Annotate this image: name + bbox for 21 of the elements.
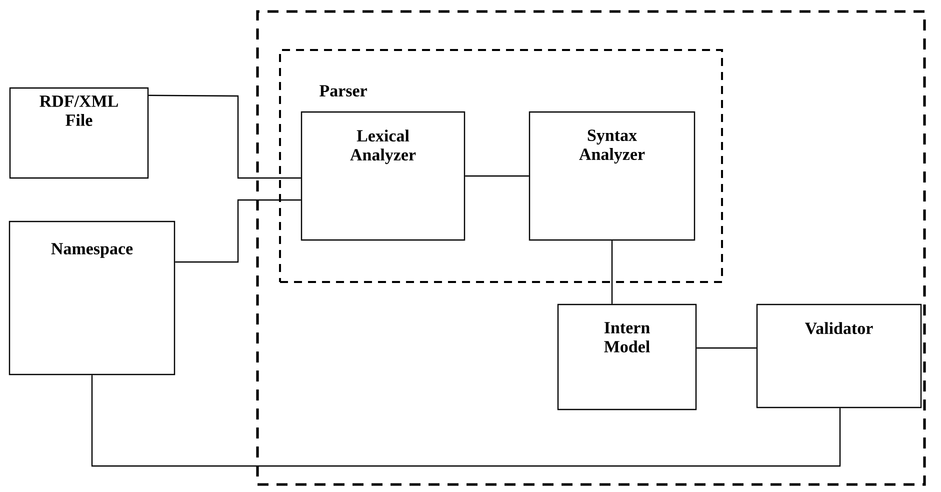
connector-line	[175, 199, 301, 263]
connector-line	[91, 375, 841, 467]
box-label: RDF/XML File	[40, 96, 118, 126]
process-box	[557, 304, 697, 410]
group-boundary	[279, 49, 724, 283]
system-boundary	[256, 10, 926, 486]
box-label: Namespace	[51, 243, 133, 258]
process-box	[9, 87, 149, 179]
connector-line	[696, 347, 756, 349]
box-label: Intern Model	[604, 322, 650, 352]
box-label: Parser	[320, 85, 367, 96]
connector-line	[148, 94, 301, 179]
connector-line	[611, 240, 613, 304]
box-label: Lexical Analyzer	[350, 130, 416, 164]
connector-line	[465, 175, 529, 177]
process-box	[528, 111, 696, 241]
process-box	[8, 220, 176, 376]
box-label: Validator	[805, 322, 873, 334]
process-box	[300, 111, 466, 241]
box-label: Syntax Analyzer	[579, 130, 645, 164]
process-box	[756, 304, 922, 408]
